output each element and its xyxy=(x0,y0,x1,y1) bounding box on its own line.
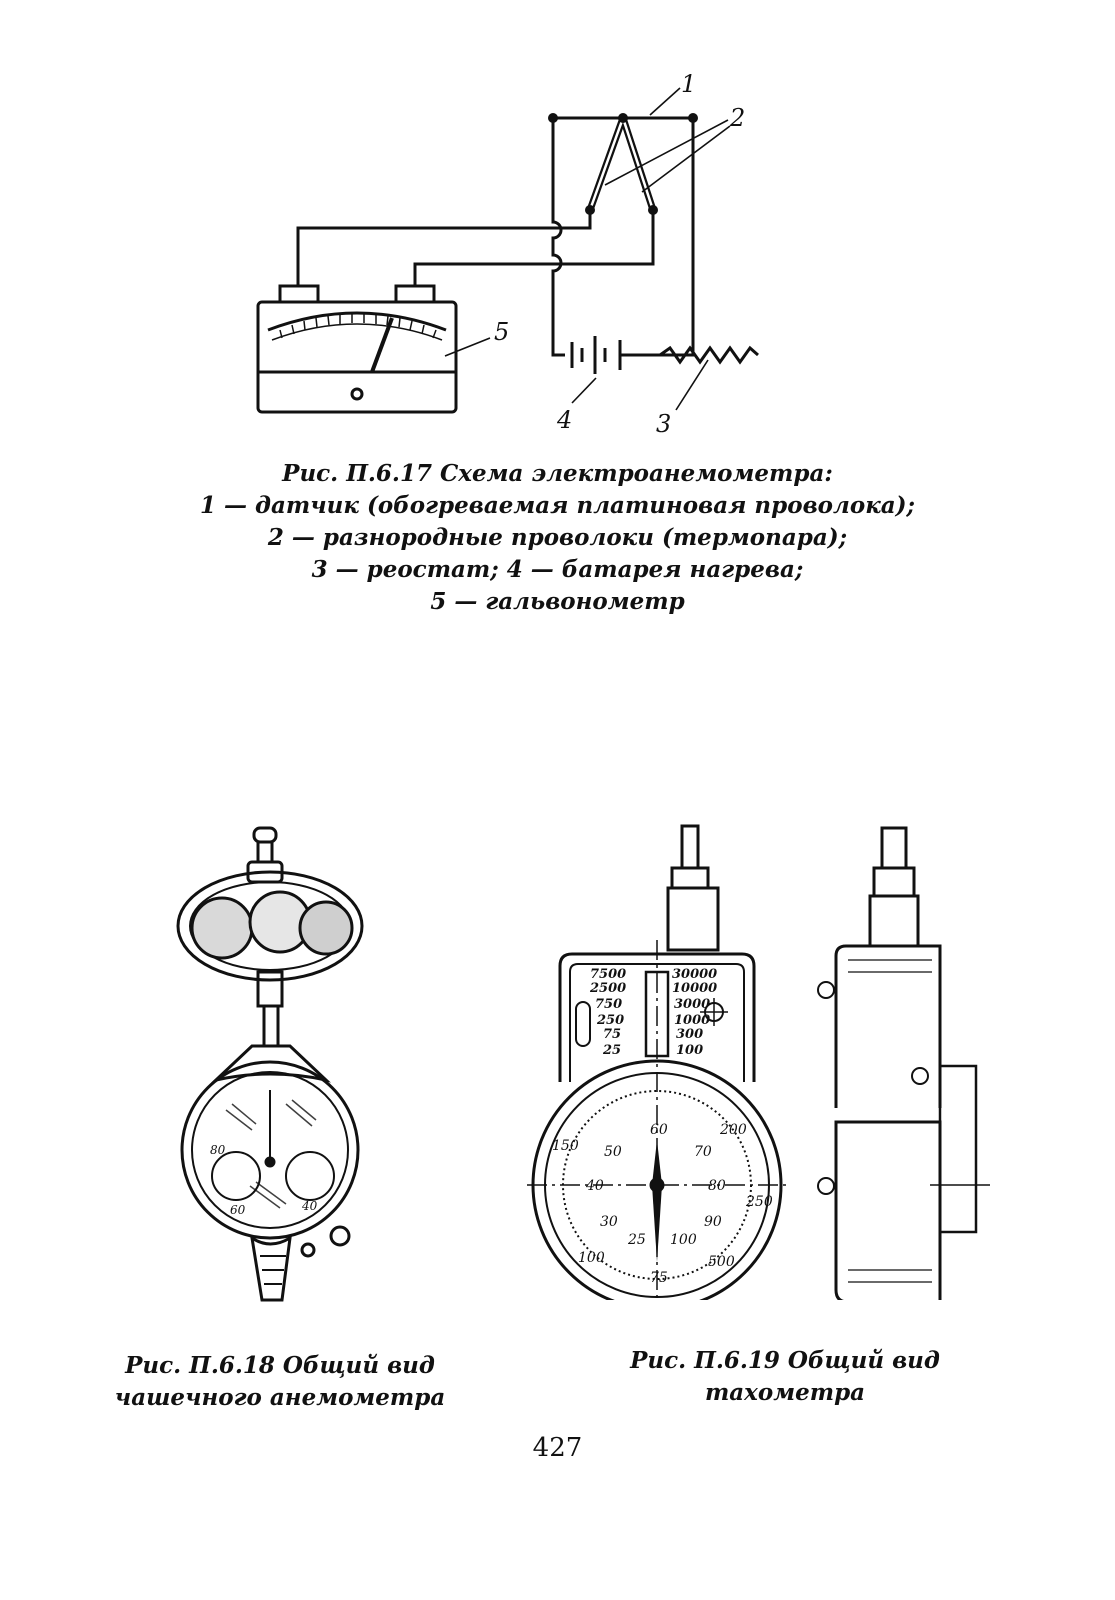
dial-label: 80 xyxy=(708,1178,726,1194)
dial-label: 60 xyxy=(650,1122,668,1138)
callout-2: 2 xyxy=(729,104,745,132)
dial-label: 25 xyxy=(627,1232,646,1248)
range-label: 10000 xyxy=(672,981,717,996)
caption-title: Рис. П.6.19 Общий вид xyxy=(630,1347,940,1374)
caption-line: 5 — гальвонометр xyxy=(430,588,685,615)
range-label: 250 xyxy=(596,1013,624,1028)
range-label: 1000 xyxy=(674,1013,710,1028)
figure-caption-6-17: Рис. П.6.17 Схема электроанемометра: 1 —… xyxy=(60,458,1055,618)
caption-line: чашечного анемометра xyxy=(114,1384,446,1411)
caption-line: тахометра xyxy=(704,1379,866,1406)
caption-line: 2 — разнородные проволоки (термопара); xyxy=(267,524,848,551)
dial-label: 50 xyxy=(604,1144,622,1160)
dial-label: 80 xyxy=(210,1143,226,1157)
page-number: 427 xyxy=(532,1433,583,1463)
dial-label: 30 xyxy=(600,1214,618,1230)
dial-label: 40 xyxy=(301,1199,318,1213)
dial-label: 40 xyxy=(585,1178,604,1194)
dial-label: 500 xyxy=(708,1254,735,1270)
range-label: 30000 xyxy=(672,967,717,982)
caption-title: Рис. П.6.17 Схема электроанемометра: xyxy=(282,460,833,487)
range-label: 2500 xyxy=(589,981,626,996)
dial-label: 90 xyxy=(704,1214,722,1230)
range-label: 25 xyxy=(602,1043,621,1058)
dial-label: 70 xyxy=(694,1144,712,1160)
galvanometer xyxy=(256,284,458,414)
dial-label: 150 xyxy=(552,1138,579,1154)
dial-label: 100 xyxy=(578,1250,605,1266)
tachometer-illustration: 7500 2500 750 250 75 25 30000 10000 3000… xyxy=(527,824,990,1300)
caption-line: 3 — реостат; 4 — батарея нагрева; xyxy=(311,556,804,583)
cup-anemometer-illustration: 80 60 40 xyxy=(176,826,364,1302)
range-label: 300 xyxy=(676,1027,703,1042)
caption-title: Рис. П.6.18 Общий вид xyxy=(125,1352,435,1379)
range-label: 750 xyxy=(595,997,622,1012)
dial-label: 60 xyxy=(230,1203,246,1217)
range-label: 3000 xyxy=(674,997,710,1012)
dial-label: 100 xyxy=(670,1232,697,1248)
callout-4: 4 xyxy=(556,406,572,434)
electroanemometer-diagram: 1 2 3 4 5 xyxy=(256,70,759,438)
dial-label: 200 xyxy=(719,1122,747,1138)
caption-line: 1 — датчик (обогреваемая платиновая пров… xyxy=(199,492,916,519)
figure-caption-6-19: Рис. П.6.19 Общий вид тахометра xyxy=(560,1345,1010,1409)
dial-label: 250 xyxy=(745,1194,773,1210)
callout-1: 1 xyxy=(681,70,696,98)
callout-5: 5 xyxy=(494,318,509,346)
rheostat xyxy=(659,345,759,365)
callout-3: 3 xyxy=(656,410,671,438)
tachometer-needle xyxy=(652,1140,662,1262)
figure-caption-6-18: Рис. П.6.18 Общий вид чашечного анемомет… xyxy=(80,1350,480,1414)
heating-battery xyxy=(570,336,660,374)
range-label: 100 xyxy=(676,1043,703,1058)
range-label: 75 xyxy=(603,1027,621,1042)
range-label: 7500 xyxy=(590,967,626,982)
dial-label: 75 xyxy=(650,1270,668,1286)
